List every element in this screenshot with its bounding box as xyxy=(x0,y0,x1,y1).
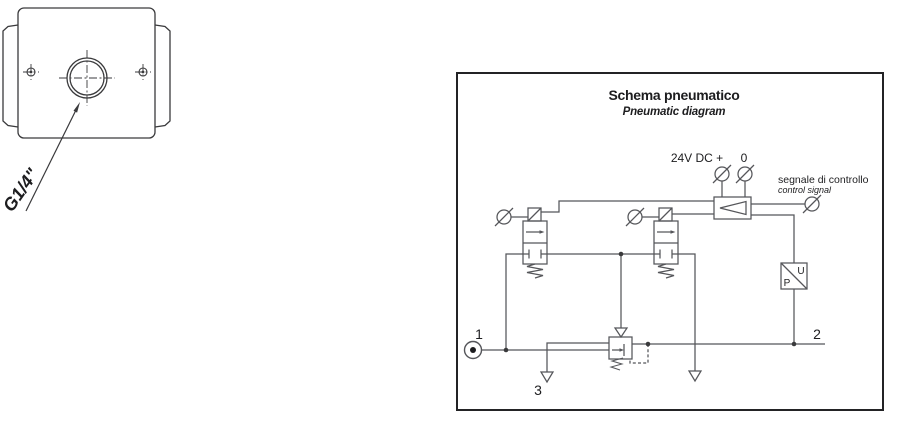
exhaust-3-icon xyxy=(539,371,555,384)
pipe-valve-right-to-exhaust xyxy=(678,253,696,371)
valve-body-outline xyxy=(17,7,156,139)
terminal-0v-icon xyxy=(735,164,755,197)
solenoid-valve-right xyxy=(625,207,714,279)
mounting-hole-left-center xyxy=(29,70,33,74)
regulator-top-arrow xyxy=(613,327,629,339)
mounting-hole-right-center xyxy=(141,70,145,74)
port-2-label: 2 xyxy=(813,326,821,342)
valve-body-drawing-svg: G1/4" xyxy=(0,7,171,215)
regulator-spring-icon xyxy=(609,357,624,371)
spring-right-icon xyxy=(657,263,675,279)
pneumatic-diagram: Schema pneumatico Pneumatic diagram 24V … xyxy=(455,71,887,418)
diagram-title: Schema pneumatico xyxy=(608,87,739,103)
power-supply-label: 24V DC + xyxy=(671,151,723,165)
flange-right xyxy=(154,24,171,128)
flange-left xyxy=(2,24,19,128)
valve-body-drawing: G1/4" xyxy=(0,0,210,245)
amplifier-box xyxy=(713,196,752,220)
leader-arrowhead xyxy=(73,102,80,113)
spring-left-icon xyxy=(526,263,544,279)
electrical-terminal-left-icon xyxy=(494,207,514,227)
regulator-box xyxy=(608,336,633,371)
exhaust-mid-icon xyxy=(687,370,703,383)
control-signal-label-en: control signal xyxy=(778,185,832,195)
solenoid-coil-right-icon xyxy=(658,207,673,222)
transducer-p-label: P xyxy=(784,278,791,289)
junction-dot xyxy=(791,341,797,347)
wire-coil-left-to-amplifier xyxy=(541,200,714,213)
port-1-icon xyxy=(463,340,483,360)
pipe-valve-left-to-supply xyxy=(505,253,523,350)
solenoid-coil-left-icon xyxy=(527,207,542,222)
junction-dot xyxy=(645,341,651,347)
diagram-subtitle: Pneumatic diagram xyxy=(623,106,726,118)
control-signal-label-it: segnale di controllo xyxy=(778,174,869,186)
zero-label: 0 xyxy=(741,151,748,165)
leader-arrow-line xyxy=(25,109,77,212)
port-1-label: 1 xyxy=(475,326,483,342)
mounting-hole-right xyxy=(138,67,148,77)
junction-dot xyxy=(503,347,509,353)
pneumatic-diagram-svg: Schema pneumatico Pneumatic diagram 24V … xyxy=(456,72,884,411)
control-signal-terminal-icon xyxy=(751,194,822,214)
electrical-terminal-right-icon xyxy=(625,207,645,227)
solenoid-valve-left xyxy=(494,200,714,279)
terminal-24v-icon xyxy=(712,164,732,197)
pilot-dashed-line xyxy=(629,344,649,364)
transducer-u-label: U xyxy=(797,266,804,277)
mounting-hole-left xyxy=(26,67,36,77)
port-3-label: 3 xyxy=(534,382,542,398)
diagram-border xyxy=(456,72,884,411)
pipe-regulator-vent xyxy=(546,342,609,372)
amplifier-to-transducer-wire xyxy=(751,214,795,263)
junction-dot xyxy=(618,251,624,257)
